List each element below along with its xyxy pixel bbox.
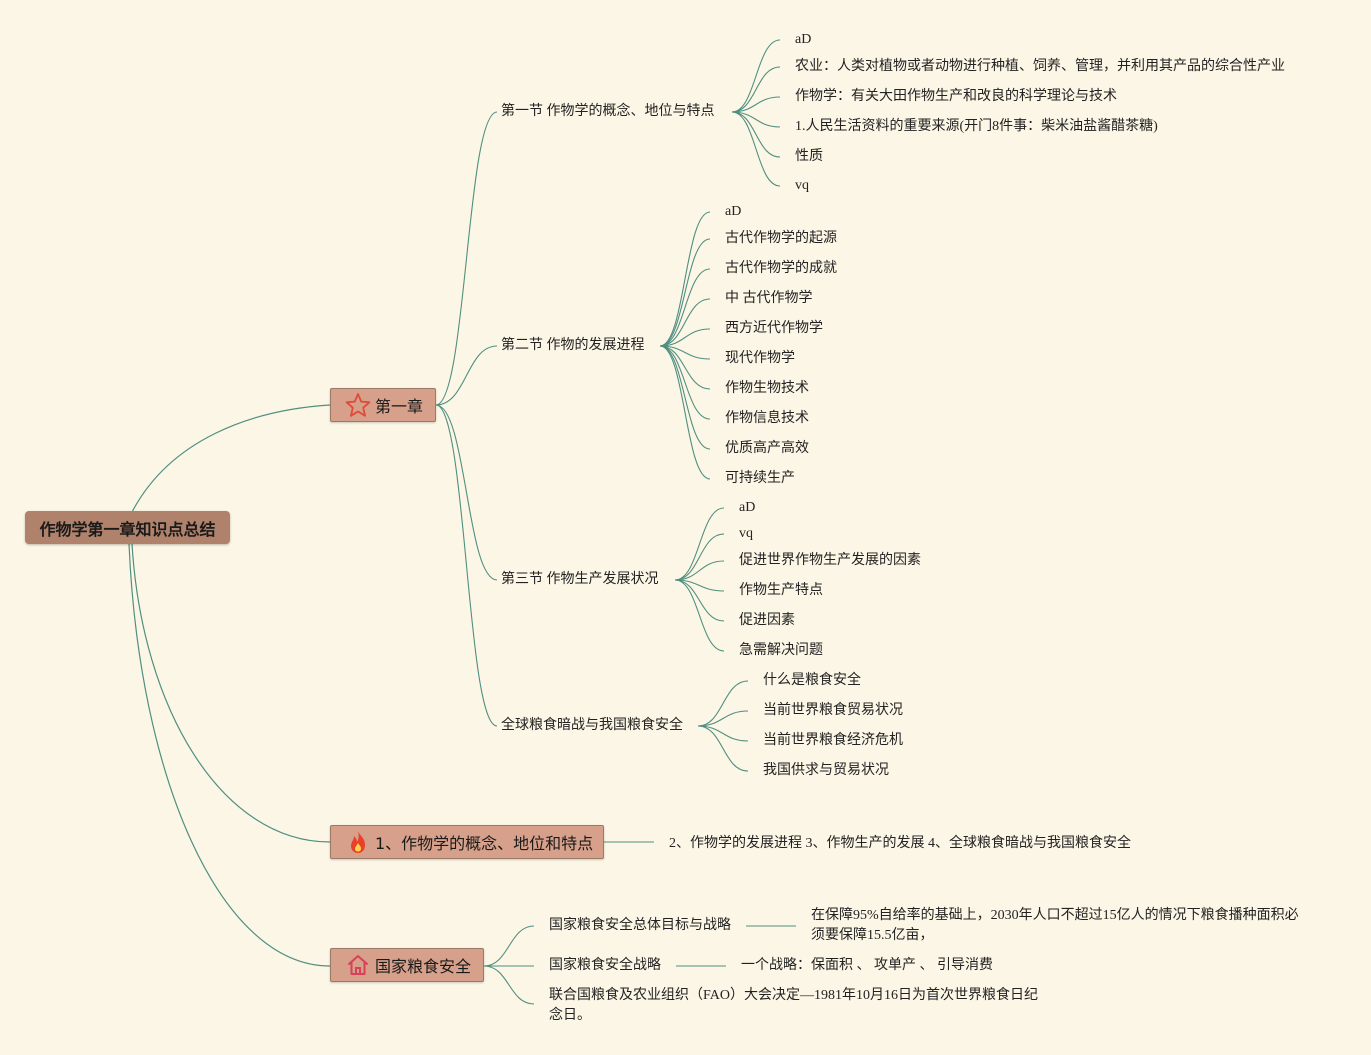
connector-line <box>659 238 711 347</box>
star-icon <box>345 392 371 418</box>
topic-item[interactable]: vq <box>739 526 753 541</box>
branch-label: 第一章 <box>375 397 424 416</box>
connector-line <box>659 345 711 420</box>
connector-line <box>674 533 725 581</box>
topic-item[interactable]: 中 古代作物学 <box>725 291 813 306</box>
topic-item[interactable]: 现代作物学 <box>725 351 795 366</box>
section-two[interactable]: 第二节 作物的发展进程 <box>501 338 645 353</box>
topic-item[interactable]: 古代作物学的起源 <box>725 231 837 246</box>
topic-detail[interactable]: 一个战略：保面积 、 攻单产 、 引导消费 <box>741 958 993 973</box>
connector-line <box>697 710 749 727</box>
topic-item[interactable]: 国家粮食安全战略 <box>549 958 661 973</box>
topic-item[interactable]: 当前世界粮食贸易状况 <box>763 703 903 718</box>
connector-line <box>659 211 711 347</box>
home-icon <box>345 952 371 978</box>
section-one[interactable]: 第一节 作物学的概念、地位与特点 <box>501 104 715 119</box>
topic-item[interactable]: 什么是粮食安全 <box>763 673 861 688</box>
topic-item[interactable]: vq <box>795 178 809 193</box>
connector-line <box>435 404 498 727</box>
topic-item[interactable]: 性质 <box>795 149 823 164</box>
connector-line <box>659 298 711 347</box>
fire-icon <box>345 829 371 855</box>
connector-line <box>731 111 781 158</box>
connector-line <box>731 96 781 113</box>
topic-item[interactable]: aD <box>739 500 756 515</box>
connector-line <box>131 543 331 843</box>
branch-label: 国家粮食安全 <box>375 957 472 976</box>
topic-item[interactable]: 国家粮食安全总体目标与战略 <box>549 918 731 933</box>
connector-line <box>483 925 535 967</box>
connector-line <box>128 543 331 967</box>
connector-line <box>659 328 711 347</box>
connector-line <box>674 560 725 581</box>
branch-chapter-one[interactable]: 第一章 <box>330 388 436 422</box>
topic-item[interactable]: 促进因素 <box>739 613 795 628</box>
connector-line <box>731 39 781 113</box>
connector-line <box>659 345 711 480</box>
topic-item[interactable]: 作物信息技术 <box>725 411 809 426</box>
topic-item[interactable]: aD <box>725 204 742 219</box>
connector-line <box>435 404 498 581</box>
connector-line <box>697 725 749 772</box>
connector-line <box>659 345 711 450</box>
connector-line <box>483 965 535 1005</box>
branch-concept[interactable]: 1、作物学的概念、地位和特点 <box>330 825 604 859</box>
root-topic[interactable]: 作物学第一章知识点总结 <box>25 511 230 544</box>
topic-item[interactable]: 2、作物学的发展进程 3、作物生产的发展 4、全球粮食暗战与我国粮食安全 <box>669 836 1131 851</box>
topic-item[interactable]: 作物生产特点 <box>739 583 823 598</box>
connector-line <box>131 404 331 513</box>
connector-line <box>435 345 498 406</box>
topic-item[interactable]: 作物生物技术 <box>725 381 809 396</box>
connector-line <box>659 268 711 347</box>
topic-item[interactable]: 当前世界粮食经济危机 <box>763 733 903 748</box>
topic-item[interactable]: aD <box>795 32 812 47</box>
connector-line <box>659 345 711 390</box>
connector-line <box>435 111 498 406</box>
branch-label: 1、作物学的概念、地位和特点 <box>375 834 594 853</box>
connector-line <box>674 579 725 652</box>
topic-item[interactable]: 西方近代作物学 <box>725 321 823 336</box>
topic-item[interactable]: 农业：人类对植物或者动物进行种植、饲养、管理，并利用其产品的综合性产业 <box>795 59 1285 74</box>
topic-item[interactable]: 可持续生产 <box>725 471 795 486</box>
section-global-food[interactable]: 全球粮食暗战与我国粮食安全 <box>501 718 683 733</box>
connector-line <box>697 725 749 742</box>
topic-item[interactable]: 急需解决问题 <box>739 643 823 658</box>
topic-item[interactable]: 1.人民生活资料的重要来源(开门8件事：柴米油盐酱醋茶糖) <box>795 119 1158 134</box>
topic-item[interactable]: 我国供求与贸易状况 <box>763 763 889 778</box>
branch-food-security[interactable]: 国家粮食安全 <box>330 948 484 982</box>
topic-detail[interactable]: 在保障95%自给率的基础上，2030年人口不超过15亿人的情况下粮食播种面积必须… <box>811 908 1299 943</box>
connector-line <box>674 507 725 581</box>
topic-item[interactable]: 促进世界作物生产发展的因素 <box>739 553 921 568</box>
connector-line <box>731 111 781 187</box>
connector-line <box>731 66 781 113</box>
topic-item[interactable]: 联合国粮食及农业组织（FAO）大会决定—1981年10月16日为首次世界粮食日纪… <box>549 988 1038 1023</box>
topic-item[interactable]: 作物学：有关大田作物生产和改良的科学理论与技术 <box>795 89 1117 104</box>
section-three[interactable]: 第三节 作物生产发展状况 <box>501 572 659 587</box>
connector-line <box>674 579 725 622</box>
topic-item[interactable]: 古代作物学的成就 <box>725 261 837 276</box>
connector-line <box>697 680 749 727</box>
topic-item[interactable]: 优质高产高效 <box>725 441 809 456</box>
